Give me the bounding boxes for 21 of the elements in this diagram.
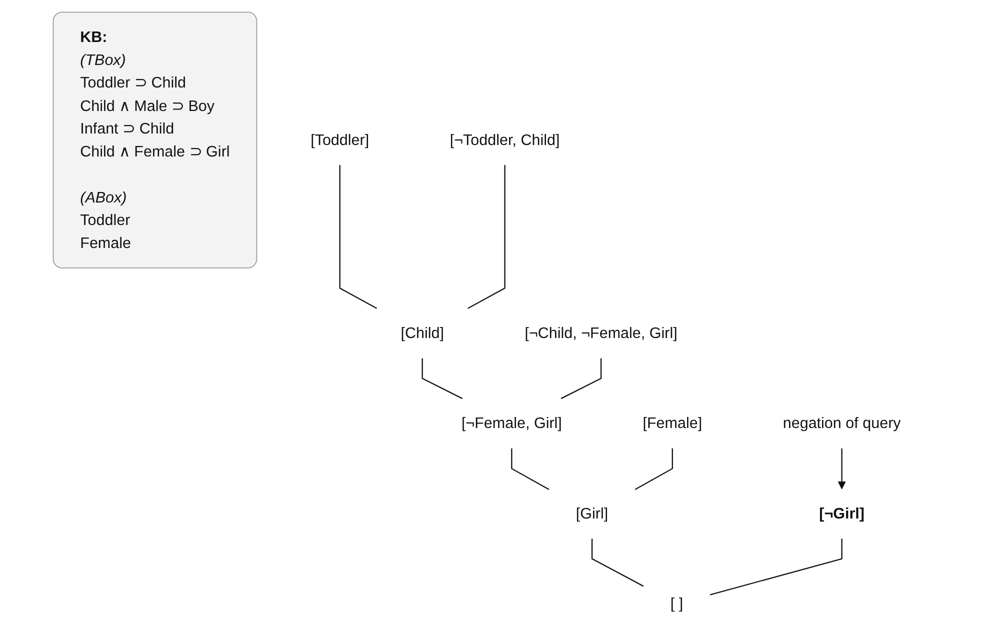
node-text: [¬Child, ¬Female, Girl] <box>524 324 678 342</box>
node-text: [Female] <box>642 414 702 432</box>
connector <box>511 448 550 490</box>
node-text: [Child] <box>400 324 444 342</box>
connector <box>592 538 644 587</box>
connector <box>710 538 842 596</box>
connector <box>422 358 463 400</box>
node-box <box>52 12 258 268</box>
node-text: [¬Toddler, Child] <box>450 131 560 148</box>
connector <box>634 448 674 490</box>
node-text: [Toddler] <box>310 131 370 148</box>
connector <box>339 165 378 309</box>
connector <box>560 358 602 400</box>
node-text: [¬Girl] <box>819 504 865 522</box>
node-text: [ ] <box>670 595 684 612</box>
connector <box>468 165 506 309</box>
resolution-diagram: KB: (TBox) Toddler ⊃ Child Child ∧ Male ⊃ Boy Infant ⊃ Child Child ∧ Female ⊃ Girl (ABox) Toddler Female [Toddler] [¬Toddler, Child] [Child] [¬Child, ¬Female, Girl] [¬Female, Girl] [Female] [Girl] negation of query [¬Girl] [ ] <box>46 5 935 636</box>
node-text: [Girl] <box>576 504 608 522</box>
node-text: negation of query <box>782 414 901 432</box>
arrow <box>838 448 846 490</box>
node-text: [¬Female, Girl] <box>461 414 562 432</box>
